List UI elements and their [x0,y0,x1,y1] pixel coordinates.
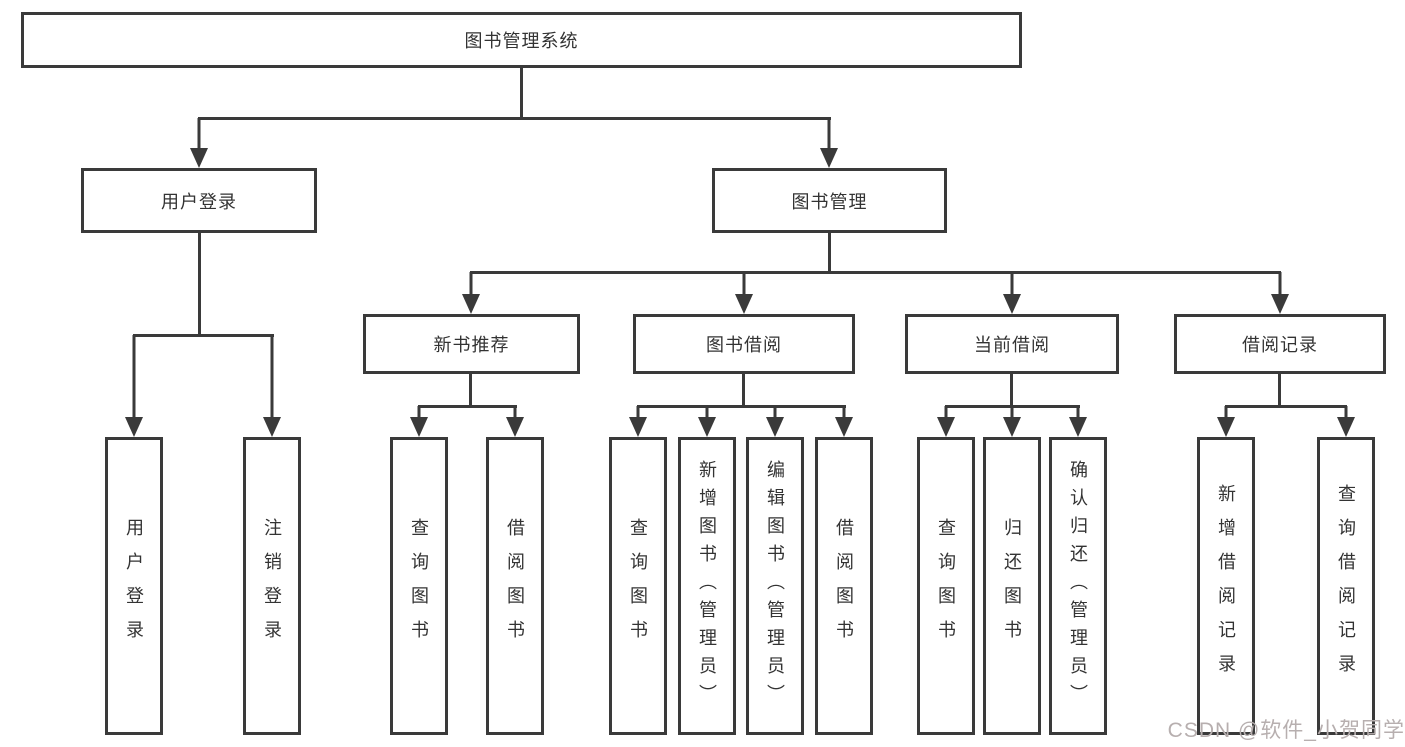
node-user-login: 用户登录 [81,168,317,233]
connector-arrow [820,118,838,168]
connector-line [198,117,831,120]
connector-arrow [735,272,753,314]
leaf-cb-return-books-label: 归还图书 [1002,518,1022,654]
connector-line [469,373,472,407]
connector-line [198,232,201,336]
node-book-borrowing: 图书借阅 [633,314,855,374]
leaf-bb-edit-books-admin: 编辑图书（管理员） [746,437,804,735]
leaf-cb-return-books: 归还图书 [983,437,1041,735]
leaf-cb-query-books: 查询图书 [917,437,975,735]
connector-arrow [462,272,480,314]
leaf-nbr-query-books-label: 查询图书 [409,518,429,654]
leaf-nbr-borrow-books: 借阅图书 [486,437,544,735]
connector-arrow [190,118,208,168]
connector-arrow [835,406,853,437]
leaf-nbr-borrow-books-label: 借阅图书 [505,518,525,654]
connector-line [637,405,846,408]
connector-line [1278,373,1281,407]
connector-line [742,373,745,407]
leaf-cb-query-books-label: 查询图书 [936,518,956,654]
connector-arrow [506,406,524,437]
connector-line [1010,373,1013,407]
connector-arrow [629,406,647,437]
leaf-logout: 注销登录 [243,437,301,735]
node-book-borrowing-label: 图书借阅 [706,335,782,355]
leaf-bb-add-books-admin-label: 新增图书（管理员） [697,460,717,712]
node-book-management: 图书管理 [712,168,947,233]
leaf-bb-query-books-label: 查询图书 [628,518,648,654]
connector-line [520,67,523,119]
node-new-book-recommend-label: 新书推荐 [433,335,510,355]
connector-arrow [1271,272,1289,314]
leaf-bb-edit-books-admin-label: 编辑图书（管理员） [765,460,785,712]
leaf-br-query-record-label: 查询借阅记录 [1336,484,1356,688]
node-new-book-recommend: 新书推荐 [363,314,580,374]
connector-arrow [1217,406,1235,437]
node-current-borrowing: 当前借阅 [905,314,1119,374]
connector-line [1225,405,1347,408]
connector-arrow [125,335,143,437]
connector-arrow [410,406,428,437]
leaf-logout-label: 注销登录 [262,518,282,654]
leaf-user-login: 用户登录 [105,437,163,735]
connector-arrow [263,335,281,437]
connector-line [418,405,517,408]
leaf-cb-confirm-return-admin-label: 确认归还（管理员） [1068,460,1088,712]
node-current-borrowing-label: 当前借阅 [974,335,1050,355]
leaf-bb-add-books-admin: 新增图书（管理员） [678,437,736,735]
root-node-library-system: 图书管理系统 [21,12,1022,68]
connector-arrow [1003,272,1021,314]
node-borrowing-records: 借阅记录 [1174,314,1386,374]
leaf-user-login-label: 用户登录 [124,518,144,654]
connector-line [133,334,274,337]
connector-line [470,271,1281,274]
node-user-login-label: 用户登录 [161,191,237,212]
leaf-bb-borrow-books: 借阅图书 [815,437,873,735]
leaf-bb-query-books: 查询图书 [609,437,667,735]
csdn-watermark: CSDN @软件_小贺同学 [1167,719,1405,742]
connector-arrow [1337,406,1355,437]
connector-arrow [937,406,955,437]
connector-line [828,232,831,273]
leaf-bb-borrow-books-label: 借阅图书 [834,518,854,654]
connector-arrow [766,406,784,437]
connector-arrow [1003,406,1021,437]
connector-arrow [1069,406,1087,437]
leaf-br-add-record-label: 新增借阅记录 [1216,484,1236,688]
leaf-cb-confirm-return-admin: 确认归还（管理员） [1049,437,1107,735]
node-book-management-label: 图书管理 [791,191,868,212]
root-node-label: 图书管理系统 [464,31,579,51]
connector-arrow [698,406,716,437]
leaf-nbr-query-books: 查询图书 [390,437,448,735]
node-borrowing-records-label: 借阅记录 [1242,335,1318,355]
leaf-br-query-record: 查询借阅记录 [1317,437,1375,735]
leaf-br-add-record: 新增借阅记录 [1197,437,1255,735]
